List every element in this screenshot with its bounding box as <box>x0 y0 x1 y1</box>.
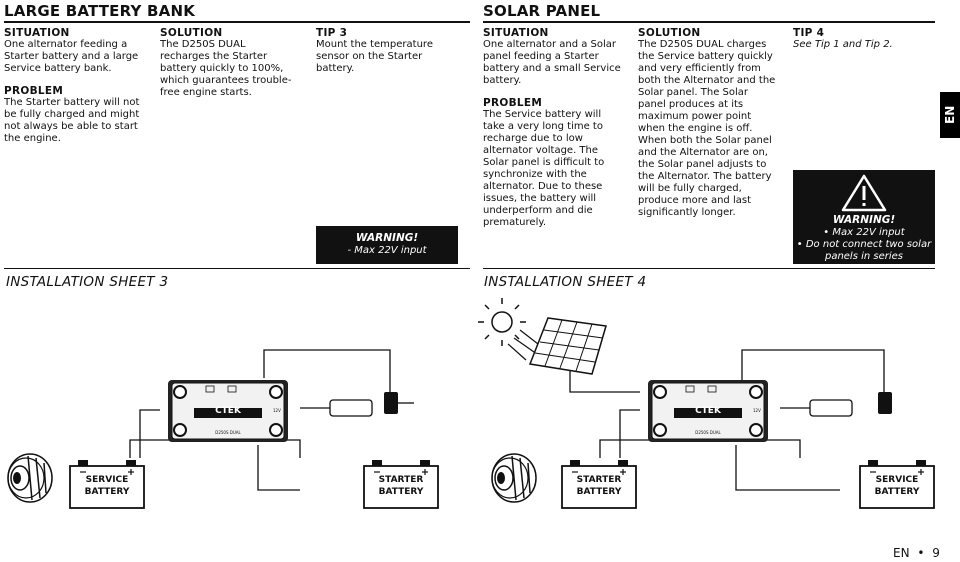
right-warning-line2: • Do not connect two solar <box>796 239 932 250</box>
warning-triangle-icon <box>841 174 887 212</box>
footer-lang: EN <box>893 546 910 560</box>
right-solution: SOLUTION The D250S DUAL charges the Serv… <box>638 27 778 219</box>
left-tip: TIP 3 Mount the temperature sensor on th… <box>316 27 458 75</box>
left-battery-starter-label-2: BATTERY <box>379 487 424 497</box>
right-situation-text: One alternator and a Solar panel feeding… <box>483 39 621 86</box>
left-sheet-label: INSTALLATION SHEET 3 <box>6 274 169 290</box>
right-charger-model: D250S DUAL <box>695 430 721 435</box>
left-solution: SOLUTION The D250S DUAL recharges the St… <box>160 27 298 99</box>
left-battery-service-label-2: BATTERY <box>85 487 130 497</box>
left-charger-voltage: 12V <box>273 408 281 413</box>
left-situation: SITUATION One alternator feeding a Start… <box>4 27 146 145</box>
left-problem-heading: PROBLEM <box>4 85 64 97</box>
left-warning-title: WARNING! <box>355 232 419 244</box>
right-diagram: CTEK D250S DUAL 12V STARTER BATTERY SERV… <box>478 298 935 509</box>
right-sheet-label: INSTALLATION SHEET 4 <box>484 274 647 290</box>
right-battery-starter-label-2: BATTERY <box>577 487 622 497</box>
right-battery-service-label-2: BATTERY <box>875 487 920 497</box>
right-tip-text: See Tip 1 and Tip 2. <box>793 39 893 50</box>
left-solution-heading: SOLUTION <box>160 27 223 39</box>
left-charger-brand: CTEK <box>215 406 242 416</box>
left-situation-heading: SITUATION <box>4 27 70 39</box>
left-solution-text: The D250S DUAL recharges the Starter bat… <box>160 39 292 98</box>
page-footer: EN • 9 <box>893 546 940 560</box>
sun-icon <box>478 298 539 361</box>
right-problem-heading: PROBLEM <box>483 97 543 109</box>
right-title: SOLAR PANEL <box>483 2 601 20</box>
right-situation-heading: SITUATION <box>483 27 549 39</box>
right-warning-line3: panels in series <box>824 251 904 262</box>
right-warning-box: WARNING! • Max 22V input • Do not connec… <box>793 170 935 264</box>
left-battery-service-label-1: SERVICE <box>86 475 129 485</box>
left-problem-text: The Starter battery will not be fully ch… <box>4 97 140 144</box>
right-solution-heading: SOLUTION <box>638 27 701 39</box>
left-situation-text: One alternator feeding a Starter battery… <box>4 39 139 74</box>
left-title-rule <box>4 21 470 23</box>
right-battery-starter-label-1: STARTER <box>577 475 622 485</box>
right-solution-text: The D250S DUAL charges the Service batte… <box>638 39 776 218</box>
right-title-rule <box>483 21 935 23</box>
right-charger-voltage: 12V <box>753 408 761 413</box>
left-tip-heading: TIP 3 <box>316 27 348 39</box>
right-battery-service-label-1: SERVICE <box>876 475 919 485</box>
page-number: 9 <box>932 546 940 560</box>
right-sheet-rule <box>483 268 935 269</box>
right-warning-line1: • Max 22V input <box>823 227 905 238</box>
left-warning-line: - Max 22V input <box>347 245 427 256</box>
left-battery-starter-label-1: STARTER <box>379 475 424 485</box>
right-tip-heading: TIP 4 <box>793 27 825 39</box>
footer-bullet: • <box>917 546 925 560</box>
right-warning-title: WARNING! <box>832 214 896 226</box>
right-alternator <box>491 453 537 503</box>
left-charger-model: D250S DUAL <box>215 430 241 435</box>
right-situation: SITUATION One alternator and a Solar pan… <box>483 27 623 229</box>
right-charger-brand: CTEK <box>695 406 722 416</box>
solar-panel-icon <box>528 317 607 375</box>
left-tip-text: Mount the temperature sensor on the Star… <box>316 39 433 74</box>
right-problem-text: The Service battery will take a very lon… <box>483 109 605 228</box>
left-title: LARGE BATTERY BANK <box>4 2 196 20</box>
right-tip: TIP 4 See Tip 1 and Tip 2. <box>793 27 935 51</box>
left-sheet-rule <box>4 268 470 269</box>
left-warning-box: WARNING! - Max 22V input <box>316 226 458 264</box>
left-diagram: CTEK D250S DUAL 12V SERVICE BATTERY STAR… <box>7 349 439 509</box>
left-alternator <box>7 453 53 503</box>
